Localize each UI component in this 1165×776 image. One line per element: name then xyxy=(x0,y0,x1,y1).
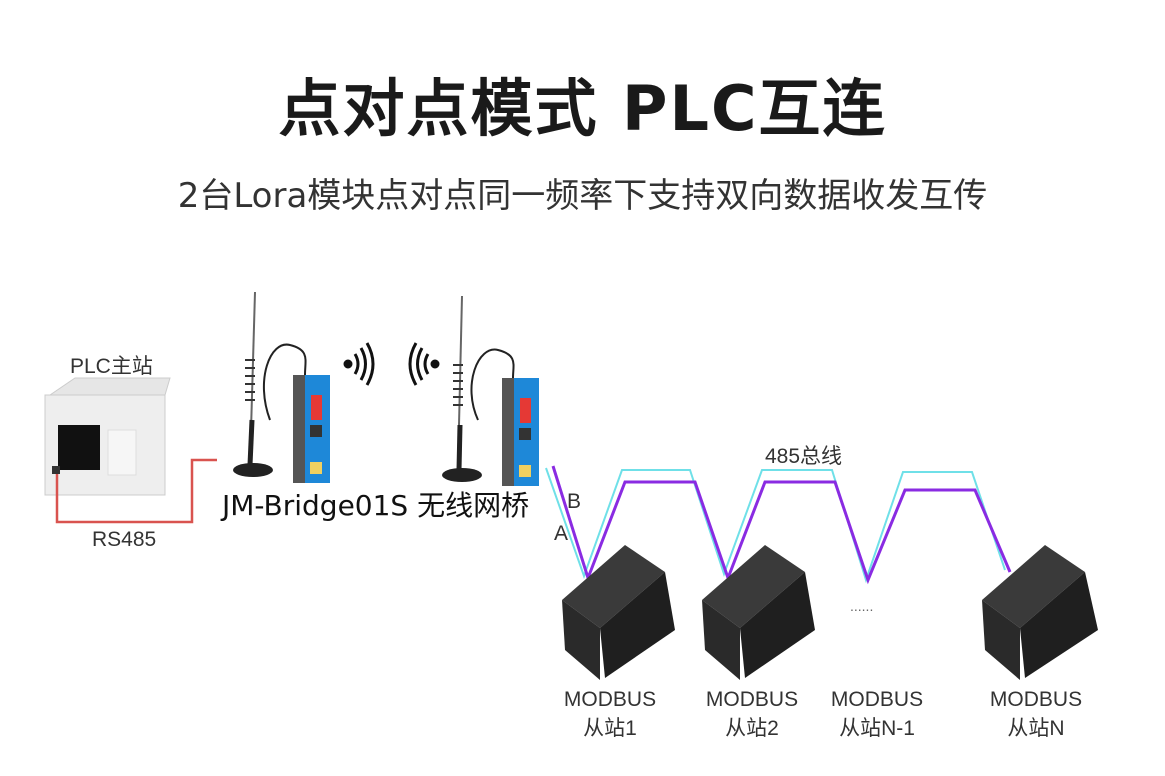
slave-label-line2: 从站N xyxy=(1007,717,1065,740)
bus-wire-a xyxy=(551,465,1012,585)
plc-master-label: PLC主站 xyxy=(70,355,153,378)
bridge-label: JM-Bridge01S 无线网桥 xyxy=(222,489,530,522)
slave-label-line2: 从站1 xyxy=(583,717,637,740)
wire-a-label: A xyxy=(554,522,569,545)
slave-label-2: MODBUS 从站2 xyxy=(702,688,802,742)
slave-label-line2: 从站N-1 xyxy=(839,717,915,740)
bus-ellipsis: ...... xyxy=(850,598,874,614)
slave-label-n: MODBUS 从站N xyxy=(986,688,1086,742)
slave-module-n xyxy=(982,545,1098,680)
wireless-signal-icon-left xyxy=(408,342,440,386)
bus-wire-b xyxy=(545,467,1006,584)
page-subtitle: 2台Lora模块点对点同一频率下支持双向数据收发互传 xyxy=(177,176,988,216)
slave-label-line1: MODBUS xyxy=(705,688,799,711)
plc-master-device xyxy=(44,377,171,496)
page-title: 点对点模式 PLC互连 xyxy=(278,72,887,145)
bridge-device-2 xyxy=(442,295,539,486)
slave-label-line1: MODBUS xyxy=(989,688,1083,711)
slave-label-line1: MODBUS xyxy=(830,688,924,711)
slave-module-2 xyxy=(702,545,815,680)
slave-module-1 xyxy=(562,545,675,680)
slave-label-line2: 从站2 xyxy=(725,717,779,740)
bus-label: 485总线 xyxy=(765,445,843,468)
slave-label-line1: MODBUS xyxy=(563,688,657,711)
rs485-label: RS485 xyxy=(92,528,157,551)
wire-b-label: B xyxy=(567,490,582,513)
bridge-device-1 xyxy=(233,291,330,483)
wireless-signal-icon-right xyxy=(343,342,375,386)
slave-label-n-1: MODBUS 从站N-1 xyxy=(822,688,932,742)
slave-label-1: MODBUS 从站1 xyxy=(560,688,660,742)
rs485-cable xyxy=(55,458,217,524)
